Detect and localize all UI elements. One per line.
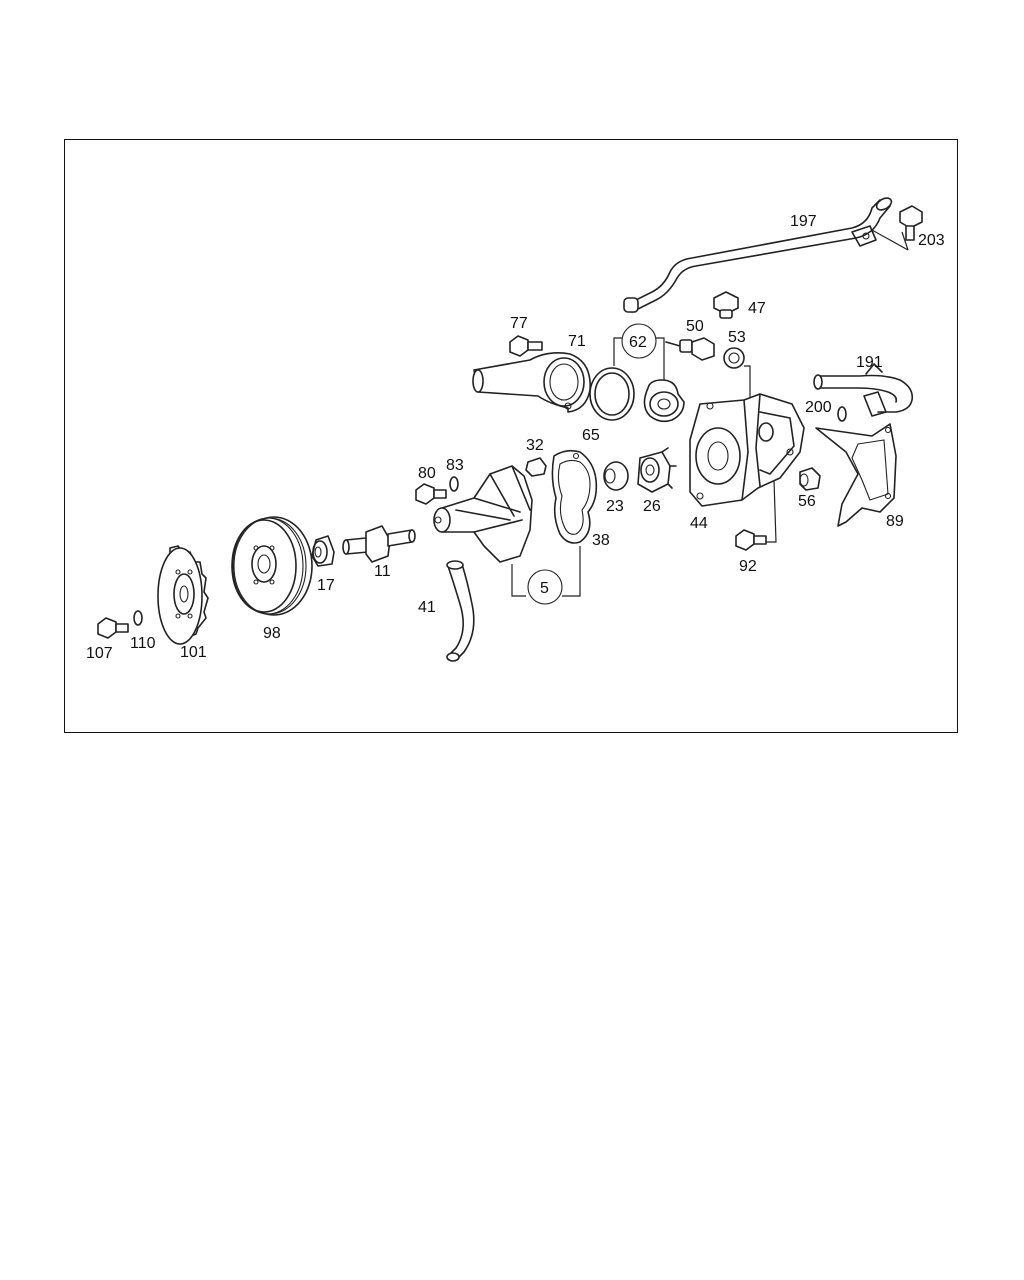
temperature-sensor-50 [665,337,715,361]
label-71: 71 [568,333,586,350]
label-38: 38 [592,532,610,549]
gasket-89 [815,423,897,527]
impeller-26 [637,447,677,493]
label-62: 62 [629,334,647,351]
label-98: 98 [263,625,281,642]
label-56: 56 [798,493,816,510]
pulley-98 [231,516,313,616]
bolt-77 [509,335,543,357]
label-83: 83 [446,457,464,474]
label-53: 53 [728,329,746,346]
hub-17 [311,535,335,567]
label-26: 26 [643,498,661,515]
bolt-80 [415,483,447,505]
label-191: 191 [856,354,883,371]
label-200: 200 [805,399,832,416]
label-5: 5 [540,580,549,597]
label-203: 203 [918,232,945,249]
label-65: 65 [582,427,600,444]
label-101: 101 [180,644,207,661]
hose-41 [446,560,475,662]
bolt-203 [871,205,923,251]
thermostat-housing-71 [472,352,591,413]
label-110: 110 [130,635,156,652]
seal-23 [603,461,629,491]
label-47: 47 [748,300,766,317]
washer-110 [133,610,143,626]
pump-housing-44 [689,393,805,543]
label-11: 11 [374,563,391,580]
plug-47 [713,291,739,319]
label-50: 50 [686,318,704,335]
sprocket-101 [157,545,209,645]
bracket-62 [613,337,665,380]
label-107: 107 [86,645,113,662]
label-32: 32 [526,437,544,454]
label-92: 92 [739,558,757,575]
gasket-38 [551,449,598,544]
label-89: 89 [886,513,904,530]
bolt-92 [735,529,767,551]
washer-53 [723,347,751,400]
coolant-pipe-197 [623,197,893,313]
label-23: 23 [606,498,624,515]
bolt-107 [97,617,129,639]
label-80: 80 [418,465,436,482]
diagram-frame [64,139,958,733]
washer-83 [449,476,459,492]
washer-200 [837,406,847,422]
bushing-56 [799,467,821,491]
label-41: 41 [418,599,436,616]
callout-circle-62 [621,323,657,359]
bushing-32 [525,457,547,477]
seal-ring-65 [589,367,635,421]
water-pump-5 [433,465,581,597]
label-77: 77 [510,315,528,332]
callout-circle-5 [527,569,563,605]
shaft-bearing-11 [342,525,416,563]
label-197: 197 [790,213,817,230]
thermostat-62 [643,379,685,423]
label-44: 44 [690,515,708,532]
label-17: 17 [317,577,335,594]
coolant-pipe-191 [813,363,914,417]
